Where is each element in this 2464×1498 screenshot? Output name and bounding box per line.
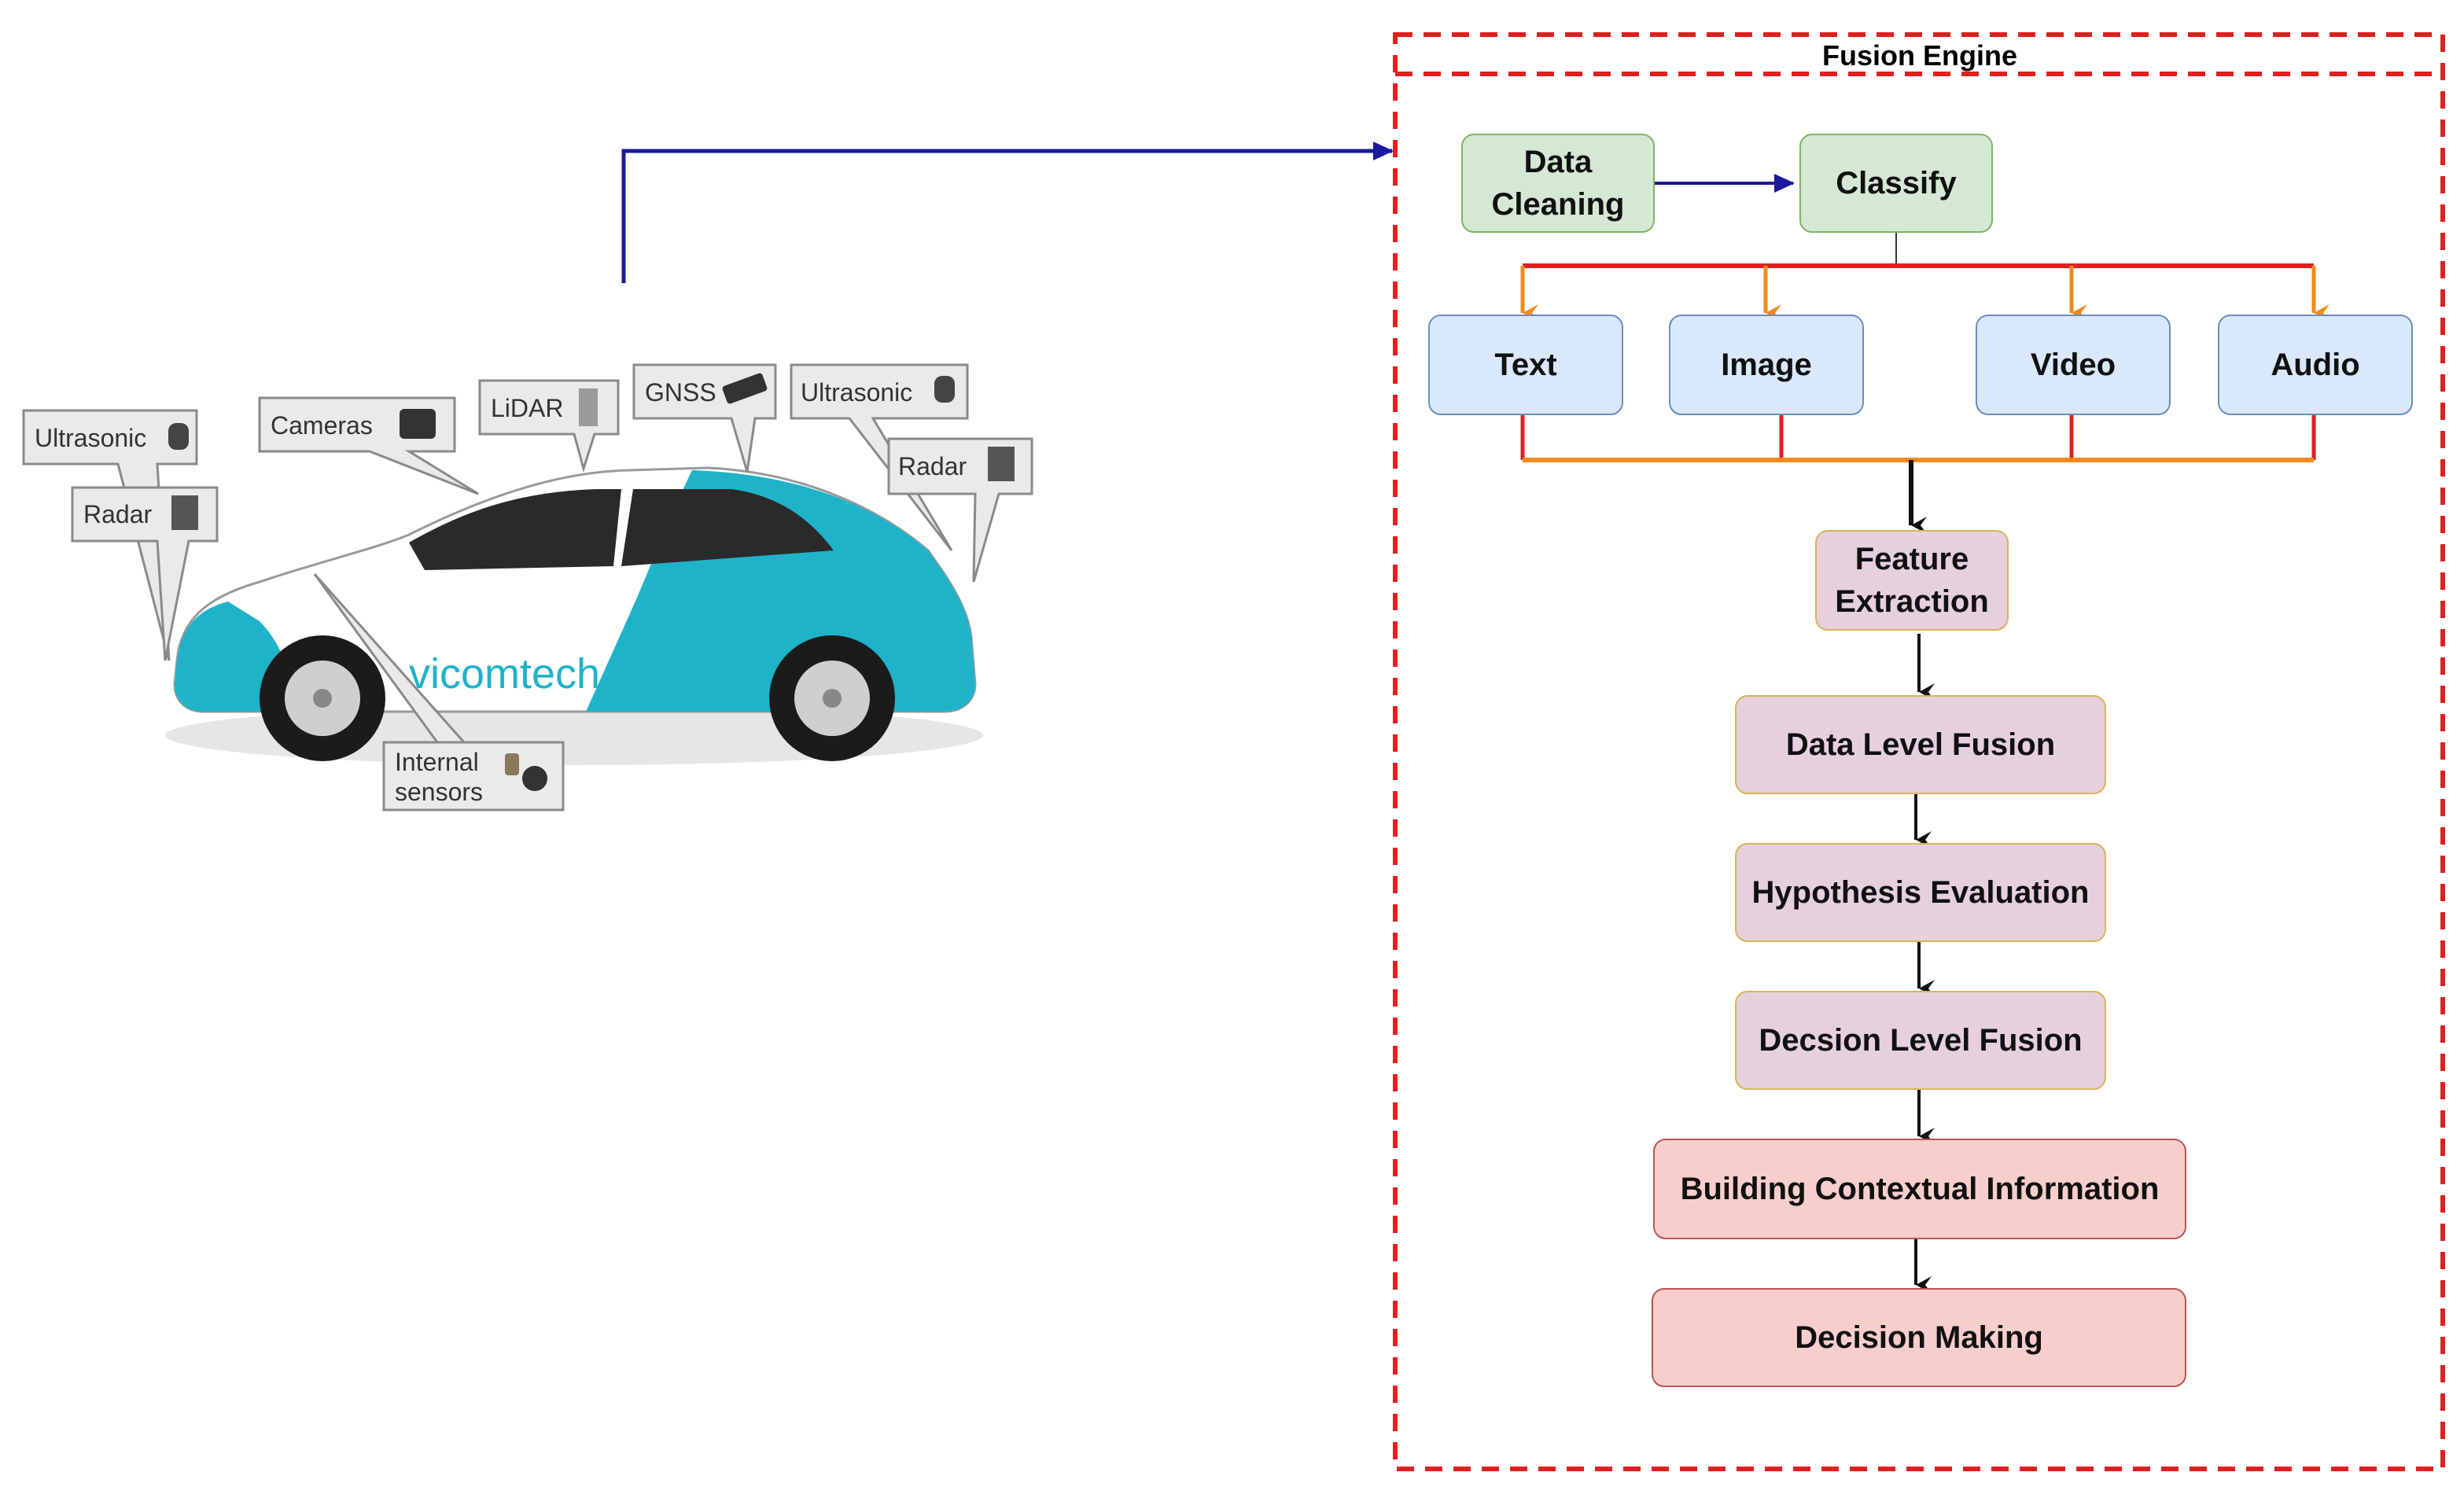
fusion-engine-frame — [1393, 32, 2445, 1471]
rear-wheel — [769, 635, 895, 761]
sensor-callout-ultrasonic-right: Ultrasonic — [790, 363, 969, 551]
svg-text:Ultrasonic: Ultrasonic — [35, 424, 146, 452]
sensor-callout-internal-sensors: Internal sensors — [313, 573, 565, 812]
data-type-image: Image — [1669, 315, 1864, 415]
fusion-engine-title: Fusion Engine — [1822, 39, 2017, 72]
svg-text:Radar: Radar — [83, 500, 153, 528]
sensor-callout-radar-left: Radar — [71, 486, 219, 661]
car-to-engine-connector — [621, 142, 1394, 283]
svg-text:Internal: Internal — [395, 748, 479, 776]
car-windows — [409, 489, 621, 570]
hypothesis-evaluation-step: Hypothesis Evaluation — [1735, 843, 2106, 942]
front-wheel — [260, 635, 385, 761]
radar-sensor-icon — [171, 495, 198, 530]
building-contextual-information-step: Building Contextual Information — [1653, 1139, 2186, 1239]
sensor-callout-cameras: Cameras — [258, 396, 479, 495]
gnss-antenna-icon — [722, 373, 768, 404]
radar-sensor-icon — [988, 447, 1015, 481]
svg-text:Radar: Radar — [898, 452, 967, 480]
data-type-text: Text — [1428, 315, 1623, 415]
classify-step: Classify — [1799, 134, 1993, 233]
decision-making-step: Decision Making — [1652, 1288, 2186, 1387]
svg-text:GNSS: GNSS — [645, 378, 716, 407]
data-cleaning-step: Data Cleaning — [1461, 134, 1655, 233]
data-level-fusion-step: Data Level Fusion — [1735, 695, 2106, 794]
sensor-callout-lidar: LiDAR — [478, 379, 620, 473]
internal-sensor-icon — [522, 766, 547, 791]
camera-sensor-icon — [400, 409, 436, 439]
classify-branch-connector — [1520, 233, 2330, 322]
decision-level-fusion-step: Decsion Level Fusion — [1735, 991, 2106, 1090]
data-type-merge-connector — [1520, 415, 2316, 534]
vehicle-illustration: vicomtech — [165, 466, 983, 765]
sensor-callout-gnss: GNSS — [632, 363, 777, 473]
pipeline-arrows — [1914, 634, 1935, 1294]
data-type-video: Video — [1976, 315, 2171, 415]
svg-text:Cameras: Cameras — [271, 411, 373, 440]
sensor-callout-radar-right: Radar — [887, 437, 1033, 583]
vehicle-brand: vicomtech — [409, 650, 600, 697]
data-type-audio: Audio — [2218, 315, 2413, 415]
feature-extraction-step: Feature Extraction — [1815, 530, 2009, 631]
ultrasonic-sensor-icon — [934, 376, 955, 403]
lidar-sensor-icon — [579, 388, 598, 426]
svg-text:Ultrasonic: Ultrasonic — [801, 378, 912, 407]
svg-text:sensors: sensors — [395, 778, 483, 806]
svg-text:LiDAR: LiDAR — [491, 394, 563, 422]
ultrasonic-sensor-icon — [168, 423, 189, 450]
